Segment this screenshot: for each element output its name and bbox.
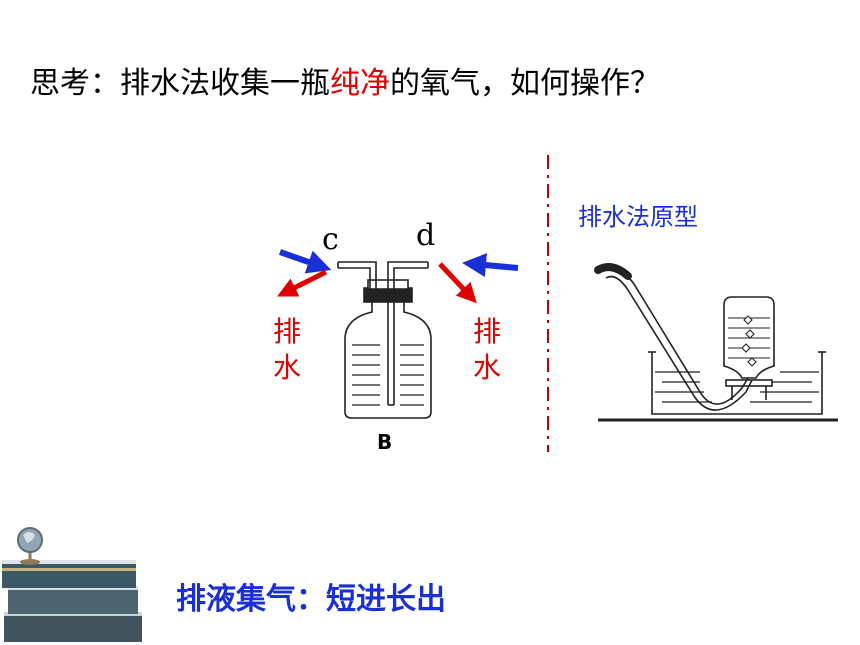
right-drain-char-2: 水 — [472, 351, 501, 384]
gas-in-arrow-right — [462, 253, 519, 278]
question-highlight: 纯净 — [330, 66, 390, 101]
question-prefix: 思考：排水法收集一瓶 — [30, 66, 330, 101]
water-trough-apparatus — [594, 263, 838, 422]
bottle-b-label: B — [377, 430, 393, 454]
prototype-label: 排水法原型 — [578, 203, 698, 231]
left-drain-char-1: 排 — [272, 315, 301, 348]
right-drain-text: 排 水 — [472, 314, 502, 386]
left-drain-char-2: 水 — [272, 351, 301, 384]
water-out-arrow-left — [277, 269, 328, 297]
books-globe-icon — [2, 527, 142, 642]
conclusion-text: 排液集气：短进长出 — [176, 582, 446, 617]
gas-bottle — [337, 261, 432, 419]
port-d-label: d — [416, 218, 436, 253]
water-out-arrow-right — [438, 262, 477, 304]
left-drain-text: 排 水 — [272, 314, 302, 386]
question-suffix: 的氧气，如何操作？ — [390, 66, 660, 101]
gas-in-arrow-left — [279, 249, 332, 274]
port-c-label: c — [322, 222, 339, 257]
question-title: 思考：排水法收集一瓶纯净的氧气，如何操作？ — [30, 58, 660, 102]
right-drain-char-1: 排 — [472, 315, 501, 348]
